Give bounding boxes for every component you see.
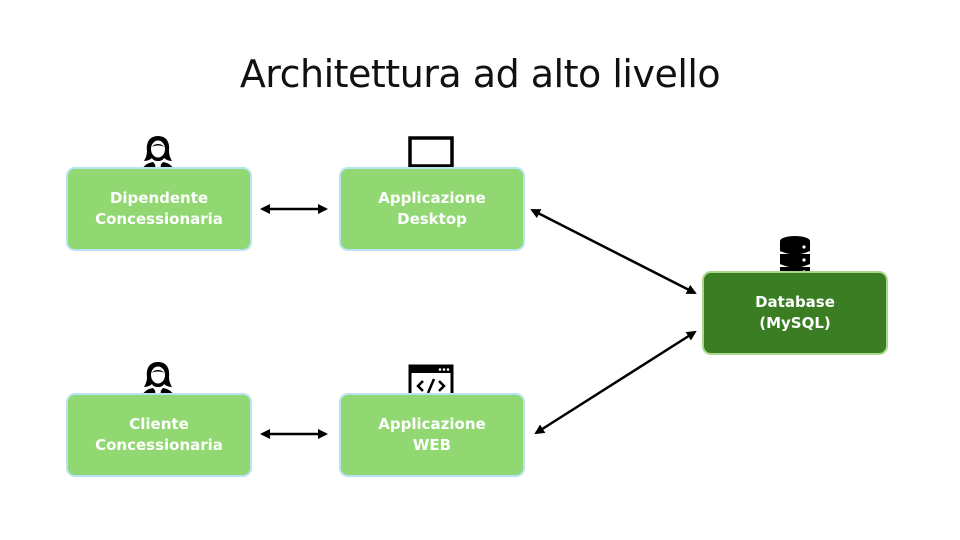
node-desktop-line1: Applicazione [378, 189, 486, 207]
page-title: Architettura ad alto livello [239, 52, 721, 96]
node-database-line1: Database [755, 293, 835, 311]
arrow-desktop-database [530, 208, 697, 295]
node-dipendente-line2: Concessionaria [95, 210, 223, 228]
node-cliente-line2: Concessionaria [95, 436, 223, 454]
node-web-line2: WEB [412, 436, 452, 454]
arrow-web-database [534, 330, 697, 435]
node-web-line1: Applicazione [378, 415, 486, 433]
node-cliente: Cliente Concessionaria [66, 393, 252, 477]
node-dipendente: Dipendente Concessionaria [66, 167, 252, 251]
node-database: Database (MySQL) [702, 271, 888, 355]
node-cliente-line1: Cliente [129, 415, 189, 433]
node-web: Applicazione WEB [339, 393, 525, 477]
node-desktop: Applicazione Desktop [339, 167, 525, 251]
node-dipendente-line1: Dipendente [109, 189, 209, 207]
node-database-line2: (MySQL) [759, 314, 831, 332]
node-desktop-line2: Desktop [397, 210, 467, 228]
